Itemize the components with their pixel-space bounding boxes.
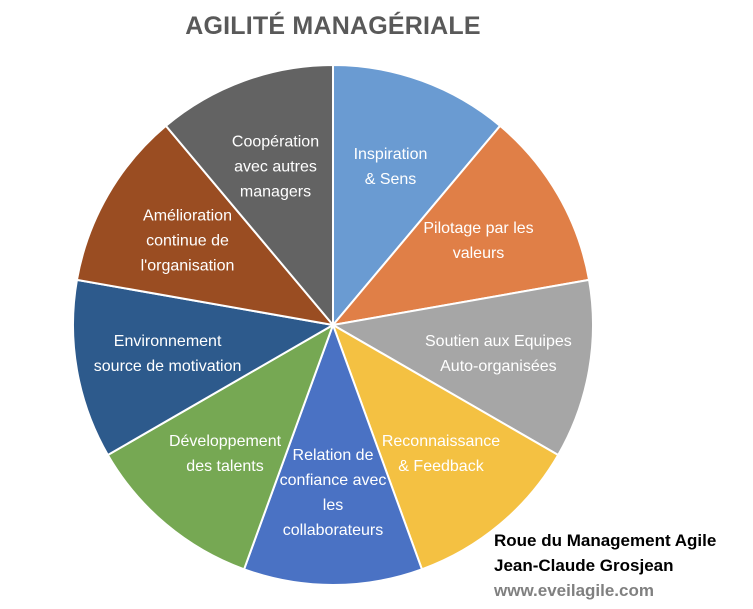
slice-label-1: Inspiration & Sens — [354, 142, 428, 192]
pie-slice-4 — [332, 324, 560, 571]
slice-label-line: Auto-organisées — [440, 358, 557, 376]
slice-label-line: Soutien aux Equipes — [425, 333, 572, 351]
slice-label-line: managers — [239, 183, 312, 201]
slice-label-line: confiance avec — [279, 472, 387, 489]
slice-label-line: Développement — [168, 432, 282, 450]
credit-author: Jean-Claude Grosjean — [494, 556, 674, 575]
pie-slice-6 — [106, 324, 334, 571]
slice-label-line: Reconnaissance — [381, 432, 501, 450]
slice-label-line: collaborateurs — [282, 522, 384, 539]
pie-slice-2 — [332, 124, 591, 326]
slice-label-line: Environnement — [113, 333, 222, 351]
pie-slice-1 — [332, 64, 502, 326]
pie-slice-7 — [72, 278, 334, 456]
slice-label-5: Relation de confiance avec les collaborateu… — [280, 443, 387, 543]
slice-label-line: Amélioration — [143, 207, 232, 225]
slice-label-4: Reconnaissance & Feedback — [382, 429, 500, 479]
pie-slice-8 — [75, 124, 334, 326]
slice-label-line: valeurs — [452, 245, 505, 262]
credit-website: www.eveilagile.com — [494, 581, 654, 600]
slice-label-6: Développement des talents — [169, 429, 281, 479]
slice-label-line: Coopération — [231, 133, 320, 151]
slice-label-line: continue de — [146, 232, 229, 250]
slice-label-line: Relation de — [292, 447, 374, 464]
slice-label-line: l'organisation — [140, 257, 235, 275]
slice-label-2: Pilotage par les valeurs — [423, 216, 533, 266]
slice-label-line: Inspiration — [353, 146, 428, 164]
slice-label-line: & Sens — [364, 171, 417, 189]
slice-label-9: Coopération avec autres managers — [232, 130, 319, 205]
credit-title: Roue du Management Agile — [494, 531, 717, 550]
pie-slice-3 — [332, 278, 594, 456]
credit-block: Roue du Management Agile Jean-Claude Gro… — [494, 528, 716, 603]
pie-slice-9 — [164, 64, 334, 326]
slice-label-line: les — [322, 497, 344, 514]
slice-label-line: des talents — [186, 457, 264, 475]
slice-label-line: Pilotage par les — [423, 220, 534, 237]
slice-label-line: avec autres — [234, 158, 317, 176]
slice-label-8: Amélioration continue de l'organisation — [141, 204, 235, 279]
pie-slice-5 — [243, 324, 423, 587]
chart-title: AGILITÉ MANAGÉRIALE — [185, 12, 481, 40]
slice-label-7: Environnement source de motivation — [94, 329, 242, 379]
slice-label-line: source de motivation — [93, 358, 242, 376]
slice-label-line: & Feedback — [398, 457, 484, 475]
